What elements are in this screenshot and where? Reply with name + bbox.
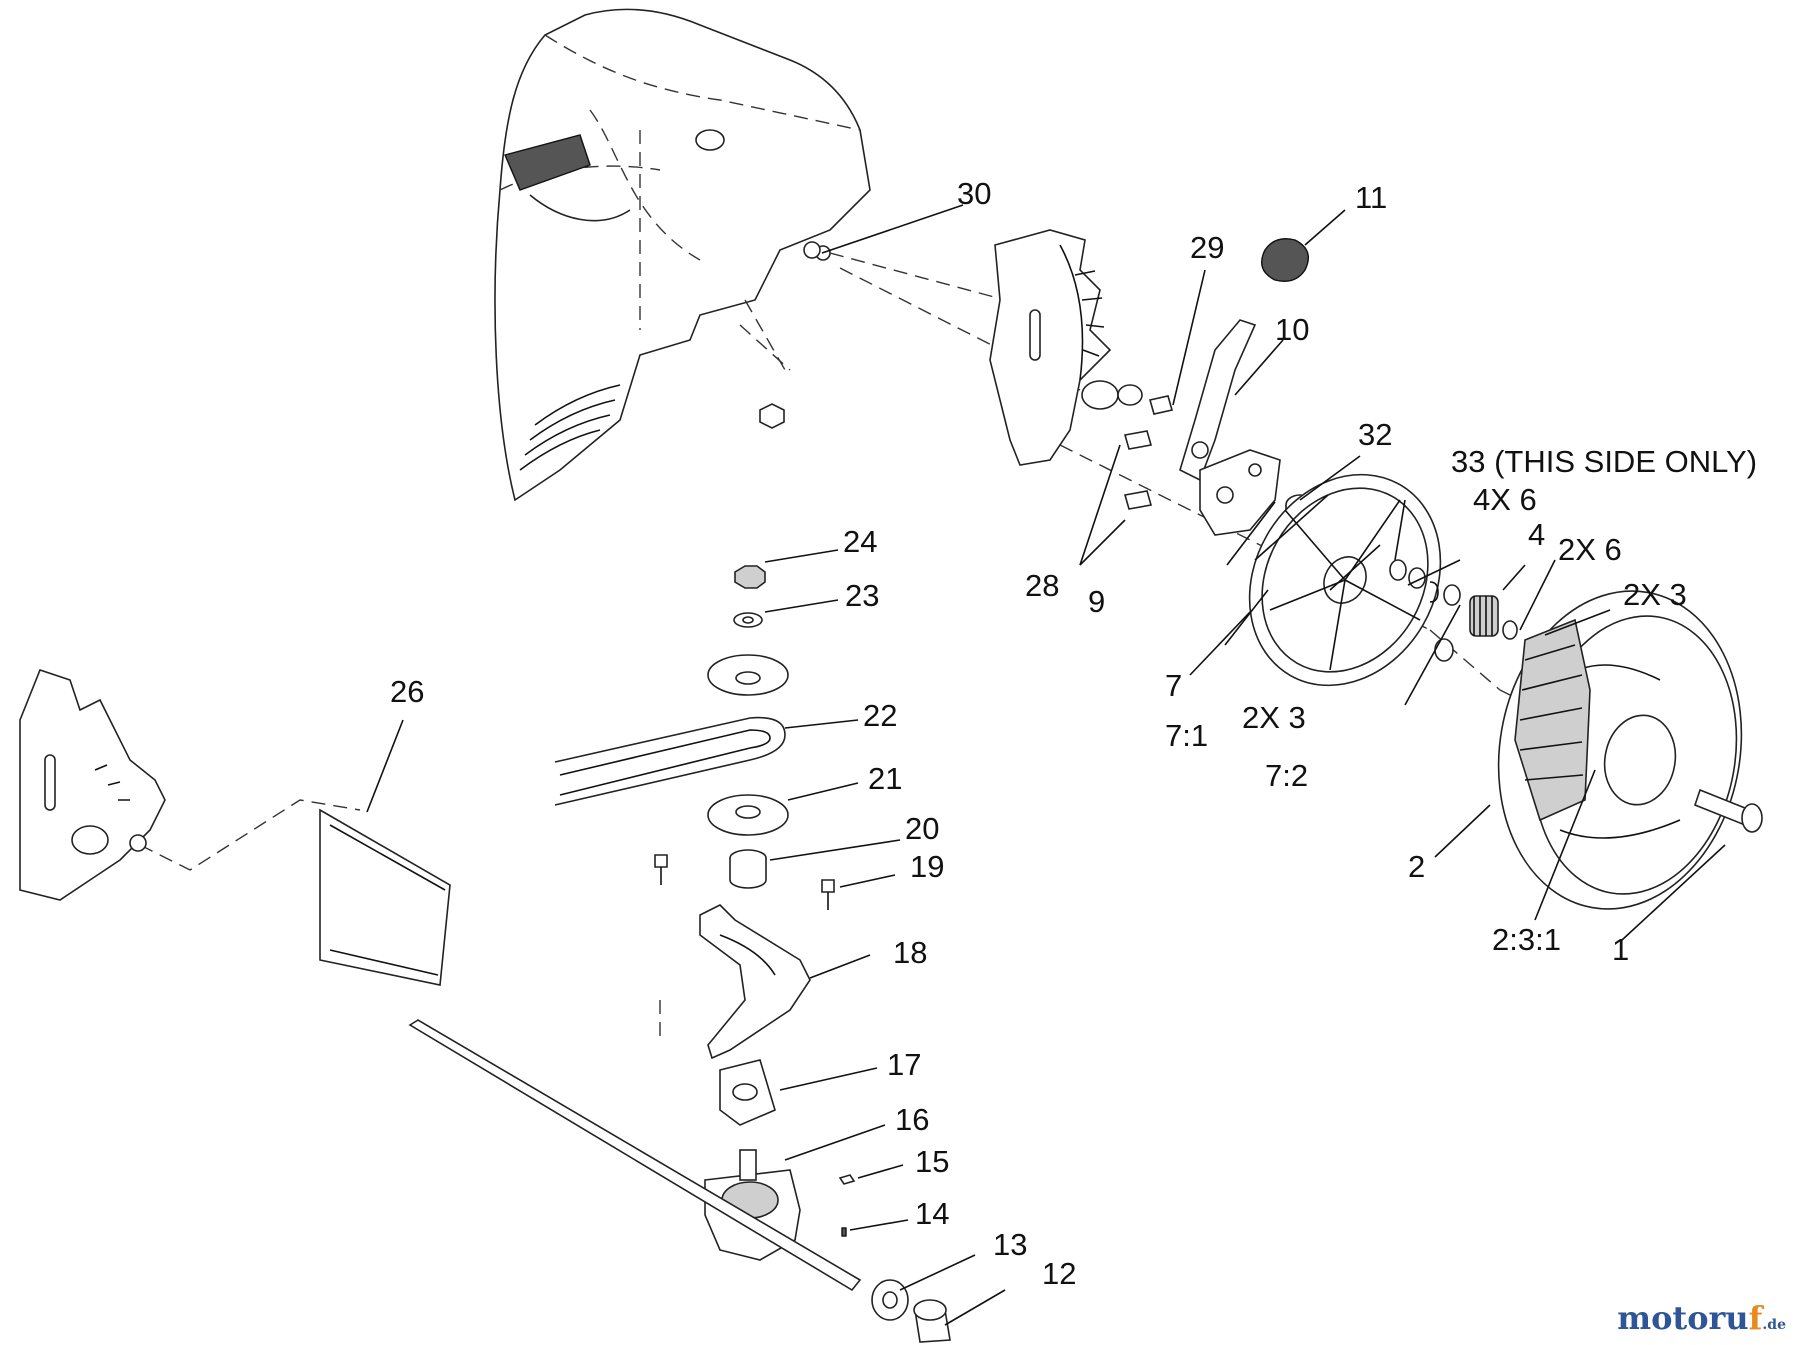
callout-20: 20 bbox=[905, 811, 939, 846]
watermark-logo: motoruf.de bbox=[1617, 1299, 1786, 1337]
callout-16: 16 bbox=[895, 1102, 929, 1137]
callout-2x6: 2X 6 bbox=[1558, 532, 1622, 567]
watermark-tld: .de bbox=[1762, 1317, 1786, 1333]
callout-7-2: 7:2 bbox=[1265, 758, 1308, 793]
callout-labels: 1 2 2:3:1 4 4X 6 2X 6 2X 3 2X 3 7 7:1 7:… bbox=[390, 176, 1757, 1291]
callout-32: 32 bbox=[1358, 417, 1392, 452]
wheel-hub bbox=[1248, 473, 1442, 687]
callout-13: 13 bbox=[993, 1227, 1027, 1262]
height-adjust-bracket bbox=[989, 229, 1143, 466]
wheel-tire bbox=[1497, 590, 1743, 910]
bolts bbox=[803, 241, 1174, 510]
height-adjust-lever bbox=[1179, 238, 1309, 482]
wheel-bolt bbox=[1694, 788, 1763, 833]
callout-7-1: 7:1 bbox=[1165, 718, 1208, 753]
callout-2-3-1: 2:3:1 bbox=[1492, 922, 1561, 957]
callout-24: 24 bbox=[843, 524, 877, 559]
callout-33: 33 (THIS SIDE ONLY) bbox=[1451, 444, 1757, 479]
mower-deck-housing bbox=[494, 8, 871, 502]
rear-baffle bbox=[319, 808, 451, 986]
callout-23: 23 bbox=[845, 578, 879, 613]
callout-4: 4 bbox=[1528, 517, 1545, 552]
callout-11: 11 bbox=[1355, 180, 1387, 215]
drive-gear-stack bbox=[1389, 559, 1539, 662]
pivot-bracket bbox=[1199, 449, 1281, 536]
callout-15: 15 bbox=[915, 1144, 949, 1179]
callout-1: 1 bbox=[1612, 932, 1629, 967]
callout-9: 9 bbox=[1088, 584, 1105, 619]
leader-lines bbox=[366, 204, 1726, 1326]
callout-2: 2 bbox=[1408, 849, 1425, 884]
callout-14: 14 bbox=[915, 1196, 949, 1231]
callout-7: 7 bbox=[1165, 668, 1182, 703]
callout-28: 28 bbox=[1025, 568, 1059, 603]
watermark-main: motoru bbox=[1617, 1299, 1749, 1337]
callout-30: 30 bbox=[957, 176, 991, 211]
callout-22: 22 bbox=[863, 698, 897, 733]
callout-29: 29 bbox=[1190, 230, 1224, 265]
callout-12: 12 bbox=[1042, 1256, 1076, 1291]
callout-17: 17 bbox=[887, 1047, 921, 1082]
callout-4x6: 4X 6 bbox=[1473, 482, 1537, 517]
callout-19: 19 bbox=[910, 849, 944, 884]
watermark-accent: f bbox=[1748, 1299, 1763, 1337]
callout-2x3-a: 2X 3 bbox=[1623, 577, 1687, 612]
callout-26: 26 bbox=[390, 674, 424, 709]
callout-2x3-b: 2X 3 bbox=[1242, 700, 1306, 735]
callout-18: 18 bbox=[893, 935, 927, 970]
callout-21: 21 bbox=[868, 761, 902, 796]
callout-10: 10 bbox=[1275, 312, 1309, 347]
drive-assembly bbox=[408, 565, 951, 1343]
left-height-bracket bbox=[19, 669, 166, 901]
